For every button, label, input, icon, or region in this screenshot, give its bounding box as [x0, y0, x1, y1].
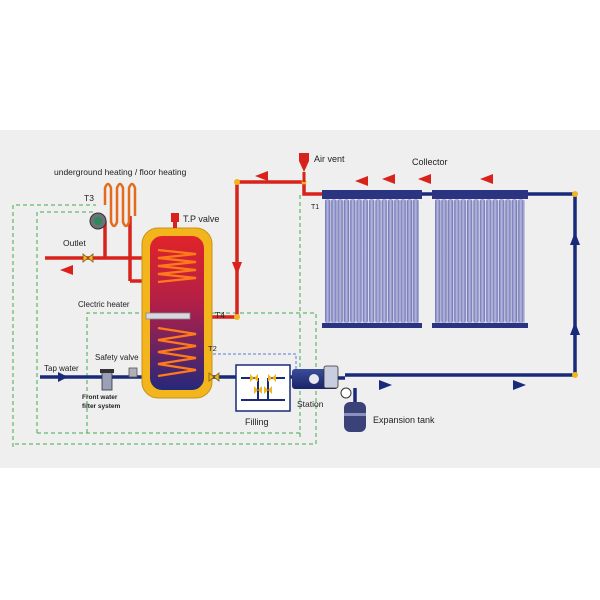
- filling-unit: [235, 364, 291, 412]
- collector-tube: [486, 199, 492, 323]
- collector-label: Collector: [412, 157, 448, 167]
- floor-heating-label: underground heating / floor heating: [54, 167, 187, 177]
- safety-valve-icon: [128, 367, 138, 378]
- collector-tube: [518, 199, 524, 323]
- sensor-lines: [208, 353, 297, 371]
- collector-tube: [435, 199, 441, 323]
- collector-tube: [492, 199, 498, 323]
- collector-tube: [350, 199, 356, 323]
- collector-tube: [331, 199, 337, 323]
- outlet-label: Outlet: [63, 238, 86, 248]
- collector-tube: [460, 199, 466, 323]
- electric-heater-label: Clectric heater: [78, 300, 130, 309]
- flow-arrows-blue: [58, 232, 580, 390]
- hot-pipes: [45, 180, 322, 319]
- expansion-tank: [344, 402, 366, 432]
- control-lines: [12, 192, 317, 447]
- collector-tube: [400, 199, 406, 323]
- collector-tube: [467, 199, 473, 323]
- collector-tube: [413, 199, 419, 323]
- collector-tube: [479, 199, 485, 323]
- safety-valve-label: Safety valve: [95, 353, 139, 362]
- tp-valve-icon: [171, 213, 179, 228]
- storage-tank: [141, 227, 213, 399]
- collector-tube: [325, 199, 331, 323]
- collector-tube: [511, 199, 517, 323]
- collector-tube: [381, 199, 387, 323]
- collector-tube: [343, 199, 349, 323]
- pump-station: [292, 365, 352, 399]
- valve-icon: [208, 372, 220, 382]
- valve-icon: [82, 253, 94, 263]
- pump-icon: [89, 212, 107, 230]
- collector-tube: [356, 199, 362, 323]
- air-vent-icon: [299, 153, 309, 182]
- collector-tube: [505, 199, 511, 323]
- collector-tube: [369, 199, 375, 323]
- collector-tube: [337, 199, 343, 323]
- t2-label: T2: [208, 344, 217, 353]
- collector-tube: [447, 199, 453, 323]
- t4-label: T4: [215, 310, 225, 320]
- collector-tube: [441, 199, 447, 323]
- collector-left: [322, 190, 422, 328]
- gauge-icon: [340, 387, 352, 399]
- station-label: Station: [297, 399, 324, 409]
- collector-tube: [454, 199, 460, 323]
- collector-tube: [375, 199, 381, 323]
- collector-tube: [473, 199, 479, 323]
- tap-water-label: Tap water: [44, 364, 79, 373]
- floor-heating-coil: [103, 182, 137, 228]
- expansion-tank-label: Expansion tank: [373, 415, 435, 425]
- front-filter-icon: [100, 369, 114, 391]
- air-vent-label: Air vent: [314, 154, 345, 164]
- filling-label: Filling: [245, 417, 269, 427]
- collector-tube: [406, 199, 412, 323]
- collector-tube: [394, 199, 400, 323]
- collector-tube: [362, 199, 368, 323]
- tp-valve-label: T.P valve: [183, 214, 219, 224]
- t1-label: T1: [311, 204, 319, 211]
- collector-right: [432, 190, 528, 328]
- collector-tube: [499, 199, 505, 323]
- front-filter-label-1: Front water: [82, 394, 118, 401]
- t3-label: T3: [84, 193, 94, 203]
- collector-tube: [388, 199, 394, 323]
- front-filter-label-2: filter system: [82, 403, 121, 410]
- flow-arrows-red: [60, 171, 493, 275]
